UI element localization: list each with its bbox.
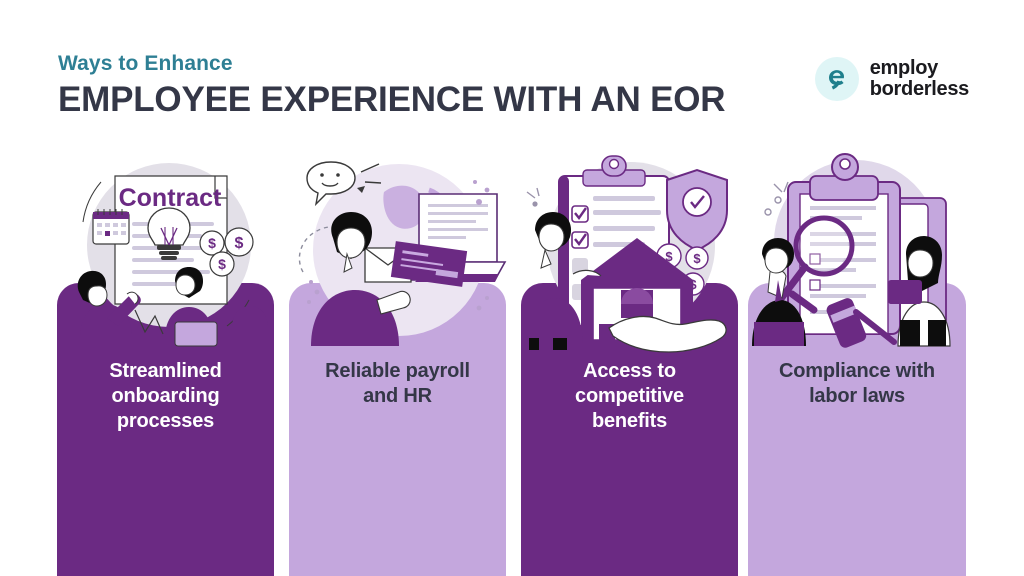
card-2-body[interactable]: Reliable payroll and HR	[289, 283, 506, 576]
shield-check-icon	[666, 168, 728, 252]
svg-text:$: $	[208, 235, 216, 251]
card-2-label: Reliable payroll and HR	[325, 360, 470, 408]
card-1-body[interactable]: Streamlined onboarding processes	[57, 283, 274, 576]
logo-wordmark: employ borderless	[869, 56, 970, 100]
eyebrow-text: Ways to Enhance	[58, 52, 233, 75]
svg-text:$: $	[693, 251, 701, 266]
card-3-body[interactable]: Access to competitive benefits	[521, 283, 738, 576]
header: Ways to Enhance EMPLOYEE EXPERIENCE WITH…	[58, 52, 726, 120]
smiley-speech-bubble	[306, 161, 356, 207]
envelope-icon	[364, 247, 412, 283]
svg-text:$: $	[665, 249, 673, 264]
calendar-icon	[92, 209, 130, 245]
card-3-label: Access to competitive benefits	[575, 360, 684, 433]
payslip-card	[390, 241, 468, 287]
dollar-coin	[199, 227, 254, 277]
brand-logo: employ borderless	[814, 56, 970, 101]
card-1-label: Streamlined onboarding processes	[109, 360, 222, 433]
card-4-body[interactable]: Compliance with labor laws	[748, 283, 966, 576]
lightbulb-icon	[147, 207, 191, 260]
card-4-label: Compliance with labor laws	[779, 360, 935, 408]
page-title: EMPLOYEE EXPERIENCE WITH AN EOR	[58, 80, 726, 120]
svg-text:Contract: Contract	[119, 184, 222, 212]
laptop-icon	[397, 193, 507, 282]
svg-text:$: $	[218, 256, 226, 272]
employ-borderless-e-icon	[814, 57, 859, 101]
logo-line-2: borderless	[869, 78, 970, 100]
logo-line-1: employ	[869, 56, 939, 79]
svg-text:$: $	[235, 235, 244, 252]
